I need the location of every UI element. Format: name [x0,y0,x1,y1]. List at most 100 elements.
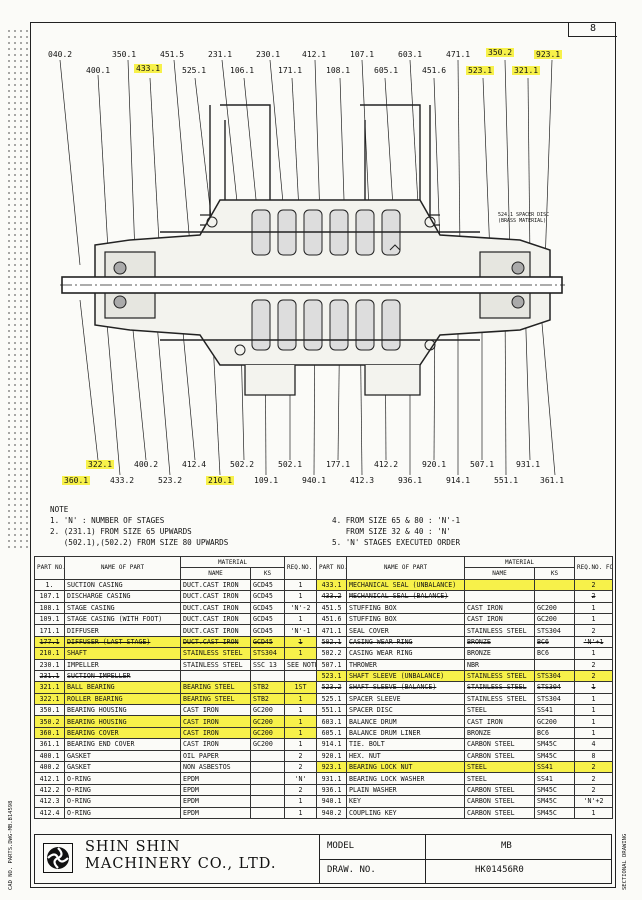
header-ks: KS [250,567,285,580]
part-no-cell: 109.1 [34,612,65,626]
ks-cell [250,761,285,774]
req-cell: 2 [574,772,613,785]
part-no-cell: 108.1 [34,601,65,614]
material-cell: BRONZE [464,726,535,740]
material-cell: CAST IRON [464,601,535,614]
part-name-cell: O-RING [64,772,181,785]
req-cell: 1 [284,612,317,626]
part-no-cell: 412.1 [34,772,65,785]
ks-cell: GCD45 [250,601,285,614]
req-cell: 'N'-1 [284,624,317,637]
req-cell: 1 [284,692,317,706]
part-no-cell: 210.1 [34,647,65,660]
header-ks-right: KS [534,567,575,580]
ks-cell [250,783,285,797]
part-name-cell: O-RING [64,795,181,808]
req-cell: 2 [284,783,317,797]
material-cell: CAST IRON [180,738,251,751]
req-cell: 1 [574,806,613,820]
callout-231-1: 231.1 [208,50,233,59]
ks-cell: SS41 [534,761,575,774]
callout-109-1: 109.1 [254,476,279,485]
pump-cross-section [59,59,565,476]
req-cell: SEE NOTE 4 [284,658,317,671]
part-name-cell: GASKET [64,749,181,763]
req-cell: 1 [574,704,613,717]
ks-cell: SS41 [534,772,575,785]
part-name-cell: BALANCE DRUM LINER [346,726,465,740]
material-cell: STAINLESS STEEL [464,624,535,637]
notes-right: 4. FROM SIZE 65 & 80 : 'N'-1 FROM SIZE 3… [332,516,461,547]
part-name-cell: MECHANICAL SEAL (BALANCE) [346,590,465,603]
ks-cell: GC200 [534,601,575,614]
callout-525-1: 525.1 [182,66,207,75]
material-cell: CAST IRON [464,612,535,626]
ks-cell: SM45C [534,738,575,751]
ks-cell: GCD45 [250,590,285,603]
part-name-cell: BEARING COVER [64,726,181,740]
material-cell: STAINLESS STEEL [180,647,251,660]
model-label: MODEL [327,841,355,851]
part-no-cell: 177.1 [34,635,65,649]
callout-914-1: 914.1 [446,476,471,485]
callout-936-1: 936.1 [398,476,423,485]
ks-cell: SM45C [534,749,575,763]
part-no-cell: 412.4 [34,806,65,820]
part-name-cell: TIE. BOLT [346,738,465,751]
part-name-cell: KEY [346,795,465,808]
req-cell: 1 [284,590,317,603]
scan-edge-dots [6,28,30,548]
material-cell: BRONZE [464,647,535,660]
material-cell: NON ASBESTOS [180,761,251,774]
part-name-cell: GASKET [64,761,181,774]
req-cell: 1 [284,806,317,820]
part-no-cell: 523.1 [316,669,347,683]
part-no-cell: 350.2 [34,715,65,728]
ks-cell [534,590,575,603]
ks-cell [250,806,285,820]
part-name-cell: BEARING HOUSING [64,704,181,717]
req-cell: 2 [574,783,613,797]
material-cell: NBR [464,658,535,671]
header-name-of-part: NAME OF PART [64,556,181,580]
material-cell: DUCT.CAST IRON [180,601,251,614]
material-cell: EPDM [180,783,251,797]
part-no-cell: 231.1 [34,669,65,683]
part-no-cell: 451.5 [316,601,347,614]
ks-cell: STB2 [250,681,285,694]
callout-040-2: 040.2 [48,50,73,59]
req-cell: 1 [284,795,317,808]
part-name-cell: STAGE CASING [64,601,181,614]
material-cell: DUCT.CAST IRON [180,624,251,637]
ks-cell [250,795,285,808]
part-name-cell: O-RING [64,806,181,820]
part-no-cell: 507.1 [316,658,347,671]
header-name-of-part-right: NAME OF PART [346,556,465,580]
part-no-cell: 350.1 [34,704,65,717]
material-cell: EPDM [180,772,251,785]
req-cell: 2 [574,761,613,774]
callout-523-2: 523.2 [158,476,183,485]
spacer-disc-note: 524.1 SPACER DISC (BRASS MATERIAL) [498,212,550,224]
part-no-cell: 433.2 [316,590,347,603]
part-no-cell: 451.6 [316,612,347,626]
req-cell: 1 [574,601,613,614]
req-cell: 1 [574,692,613,706]
part-name-cell: ROLLER BEARING [64,692,181,706]
